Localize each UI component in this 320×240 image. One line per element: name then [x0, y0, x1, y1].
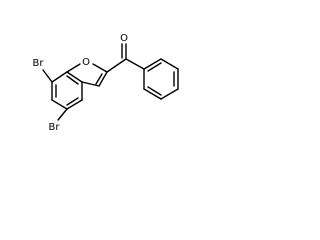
phenyl-bond-4: [160, 88, 179, 100]
bromine-5-label: Br: [49, 122, 61, 133]
phenyl-double-bond-a: [147, 62, 162, 72]
bond-c7-br: [42, 69, 53, 83]
phenyl-bond-1: [143, 58, 162, 70]
phenyl-double-bond-c: [147, 86, 162, 96]
double-bond-c4-c5-inner: [66, 97, 79, 106]
double-bond-c2-c3-inner: [95, 73, 103, 85]
bond-c3-c3a: [81, 81, 100, 87]
bond-c2-carbonyl: [106, 58, 127, 73]
phenyl-bond-2: [160, 58, 179, 70]
bond-lines: [42, 43, 179, 121]
bond-c7a-o1: [66, 63, 81, 73]
carbonyl-oxygen-label: O: [120, 33, 128, 44]
bond-o1-c2: [92, 63, 108, 73]
atom-labels: O O Br Br: [33, 33, 129, 133]
bond-c3a-c7a: [66, 71, 83, 83]
furan-oxygen-label: O: [82, 57, 90, 68]
bond-c2-c3: [98, 71, 108, 87]
double-bond-c3a-c7a-inner: [66, 75, 79, 85]
bromine-7-label: Br: [33, 58, 45, 69]
bond-carbonyl-phenyl: [125, 58, 145, 70]
bond-c7a-c7: [51, 71, 68, 83]
benzofuran-ketone-structure: O O Br Br: [33, 33, 179, 133]
bond-c5-c4: [66, 99, 83, 110]
phenyl-bond-5: [143, 88, 162, 100]
bond-c5-br: [57, 108, 68, 121]
bond-c6-c5: [51, 99, 68, 110]
